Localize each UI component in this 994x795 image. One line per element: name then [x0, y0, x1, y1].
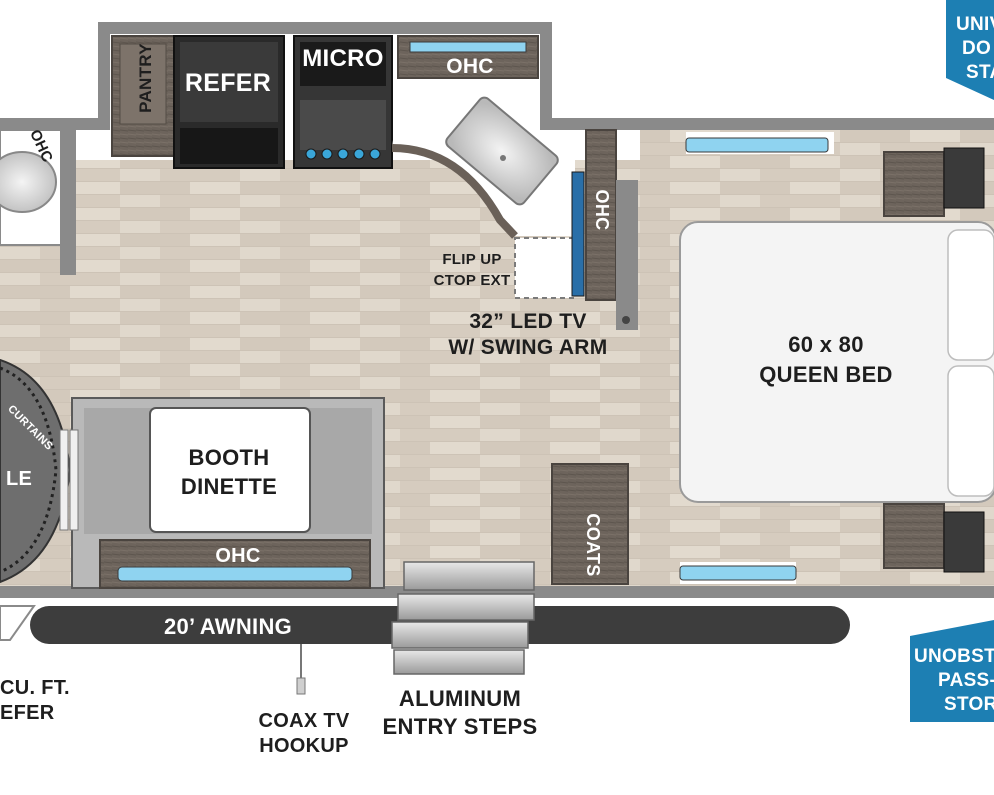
- label-steps-2: ENTRY STEPS: [383, 714, 538, 739]
- tv-partition: [571, 129, 638, 330]
- label-dinette: DINETTE: [181, 474, 277, 499]
- booth-dinette: [71, 397, 385, 589]
- bathroom-fragment: [0, 129, 76, 275]
- label-awning: 20’ AWNING: [164, 614, 292, 639]
- coats-closet: [551, 463, 629, 585]
- label-tv-2: W/ SWING ARM: [448, 336, 607, 359]
- nightstand-bottom: [883, 503, 985, 573]
- left-curved-seating: [0, 358, 79, 584]
- label-steps-1: ALUMINUM: [399, 686, 521, 711]
- callout-top-right-line1: UNIV: [956, 14, 994, 35]
- label-coax-2: HOOKUP: [259, 735, 349, 757]
- label-coax-1: COAX TV: [259, 710, 350, 732]
- label-flip-up-2: CTOP EXT: [434, 272, 511, 289]
- label-fridge-1: CU. FT.: [0, 677, 70, 699]
- label-booth: BOOTH: [189, 445, 270, 470]
- kitchen-sink: [445, 96, 559, 206]
- overhead-cabinet-kitchen: [397, 35, 539, 79]
- coax-tv-connector: [296, 644, 306, 695]
- label-refer: REFER: [185, 69, 271, 97]
- callout-bottom-right-line3: STOR: [944, 694, 994, 715]
- nightstand-top: [883, 147, 985, 217]
- callout-bottom-right: [910, 620, 994, 722]
- label-queen-bed: QUEEN BED: [759, 362, 893, 387]
- label-fridge-2: EFER: [0, 702, 55, 724]
- callout-top-right-line2: DO: [962, 38, 991, 59]
- bedroom: [640, 132, 994, 584]
- flip-up-counter-extension: [514, 237, 574, 299]
- left-exterior-fragment: [0, 605, 36, 641]
- callout-bottom-right-line1: UNOBST: [914, 646, 994, 667]
- label-bed-size: 60 x 80: [788, 332, 864, 357]
- label-ohc-dinette: OHC: [215, 545, 260, 567]
- label-ohc-kitchen: OHC: [446, 55, 494, 78]
- curtain-tiebacks: [59, 429, 79, 531]
- label-micro: MICRO: [302, 45, 384, 72]
- entry-steps: [391, 561, 535, 675]
- callout-top-right-line3: STA: [966, 62, 994, 83]
- refrigerator: [173, 35, 285, 169]
- label-coats: COATS: [583, 513, 603, 576]
- label-flip-up-1: FLIP UP: [442, 251, 501, 268]
- microwave-range: [293, 35, 393, 169]
- pantry-cabinet: [111, 35, 175, 157]
- queen-bed: [679, 221, 994, 503]
- stove-burners: [305, 148, 381, 160]
- label-tv-1: 32” LED TV: [469, 310, 586, 333]
- callout-bottom-right-line2: PASS-T: [938, 670, 994, 691]
- label-pantry: PANTRY: [136, 43, 155, 113]
- label-ohc-tv: OHC: [592, 190, 612, 231]
- callout-top-right: [946, 0, 994, 100]
- label-le-fragment: LE: [6, 468, 32, 490]
